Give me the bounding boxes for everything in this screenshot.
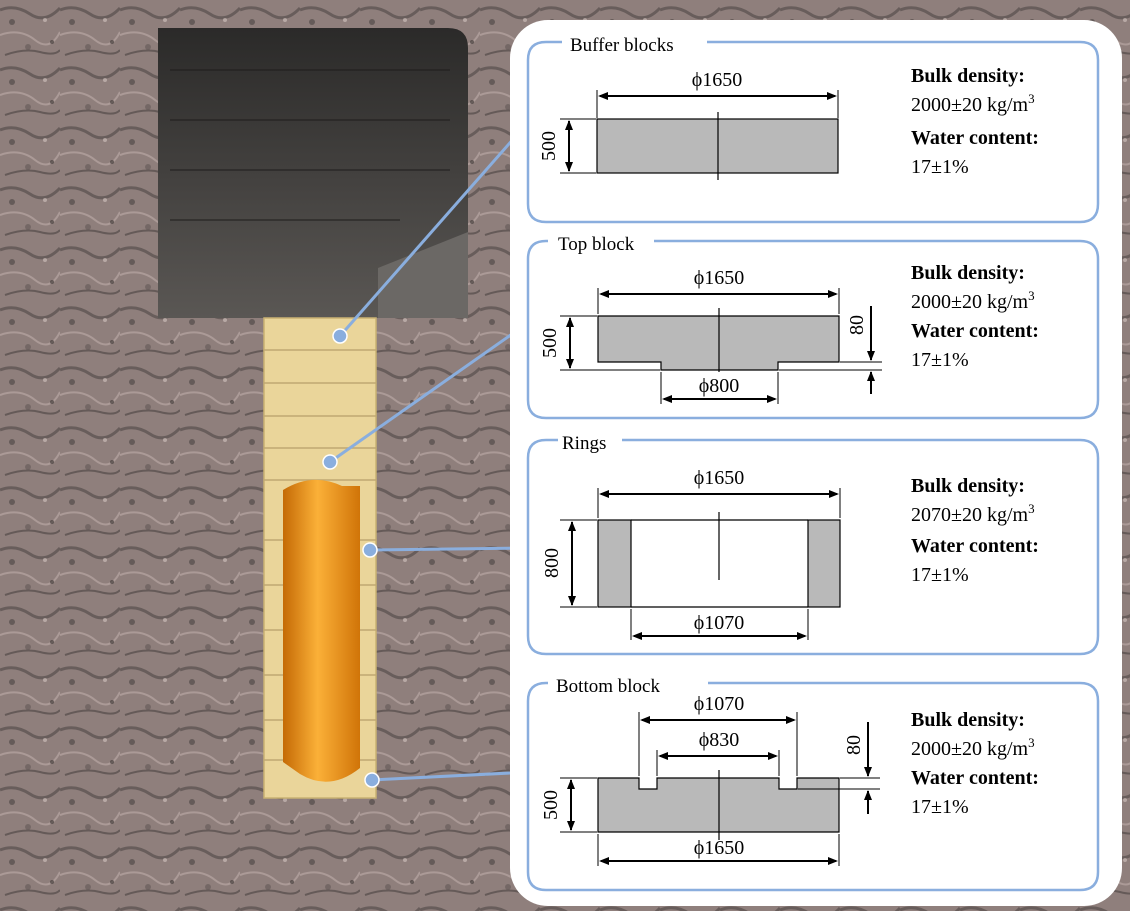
- bulk-density-value: 2000±20 kg/m3: [911, 735, 1035, 760]
- dim-diameter-outer: ϕ1650: [694, 467, 745, 489]
- dim-diameter-bottom: ϕ800: [699, 375, 740, 397]
- dim-height: 500: [539, 328, 561, 358]
- bulk-density-label: Bulk density:: [911, 65, 1025, 87]
- panel-title: Rings: [562, 433, 606, 454]
- dim-height: 800: [541, 548, 563, 578]
- water-content-label: Water content:: [911, 320, 1039, 342]
- bulk-density-value: 2070±20 kg/m3: [911, 501, 1035, 526]
- ring-wall-left: [597, 519, 632, 608]
- panel-title: Top block: [558, 234, 635, 255]
- dim-step: 80: [846, 315, 868, 335]
- water-content-value: 17±1%: [911, 156, 969, 178]
- callout-dot-buffer: [332, 328, 348, 344]
- callout-dot-top: [322, 454, 338, 470]
- tunnel: [158, 28, 468, 318]
- leader-lines: [329, 119, 533, 782]
- dim-diameter-top: ϕ1650: [694, 267, 745, 289]
- dim-diameter-inner: ϕ1070: [694, 612, 745, 634]
- panel-buffer-blocks: Buffer blocks ϕ1650 500 Bulk density: 20…: [526, 35, 1100, 224]
- dim-height: 500: [538, 131, 560, 161]
- water-content-label: Water content:: [911, 767, 1039, 789]
- callout-dot-bottom: [364, 772, 380, 788]
- panel-title: Bottom block: [556, 676, 660, 697]
- bulk-density-value: 2000±20 kg/m3: [911, 288, 1035, 313]
- water-content-label: Water content:: [911, 127, 1039, 149]
- bulk-density-label: Bulk density:: [911, 262, 1025, 284]
- dim-diameter-outer: ϕ1070: [694, 693, 745, 715]
- dim-diameter-bottom: ϕ1650: [694, 837, 745, 859]
- ring-wall-right: [807, 519, 841, 608]
- dim-height: 500: [540, 790, 562, 820]
- bulk-density-label: Bulk density:: [911, 709, 1025, 731]
- canister: [283, 479, 360, 782]
- dim-step: 80: [843, 735, 865, 755]
- panel-rings: Rings ϕ1650 800 ϕ1070 Bulk density: 2070…: [526, 433, 1100, 656]
- panel-title: Buffer blocks: [570, 35, 674, 56]
- water-content-label: Water content:: [911, 535, 1039, 557]
- water-content-value: 17±1%: [911, 564, 969, 586]
- deposition-hole: [263, 317, 377, 799]
- panel-bottom-block: Bottom block ϕ1070 ϕ830 500 ϕ1650 80 Bul…: [526, 676, 1100, 892]
- panel-top-block: Top block ϕ1650 500 ϕ800 80 Bulk density…: [526, 234, 1100, 420]
- dim-diameter: ϕ1650: [692, 69, 743, 91]
- dim-diameter-inner: ϕ830: [699, 729, 740, 751]
- callout-dot-rings: [362, 542, 378, 558]
- bulk-density-label: Bulk density:: [911, 475, 1025, 497]
- water-content-value: 17±1%: [911, 349, 969, 371]
- water-content-value: 17±1%: [911, 796, 969, 818]
- bulk-density-value: 2000±20 kg/m3: [911, 91, 1035, 116]
